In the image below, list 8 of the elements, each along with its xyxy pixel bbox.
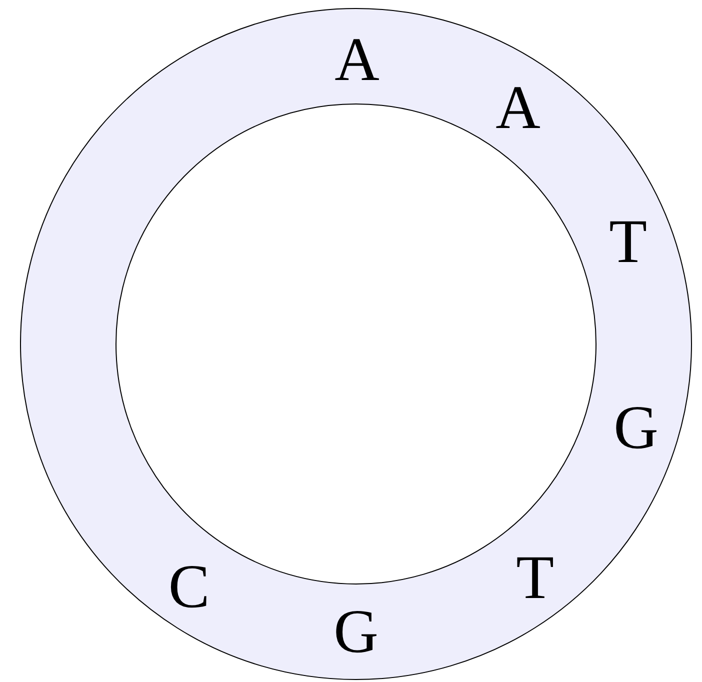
base-letter: A [334,29,380,91]
base-letter: C [168,556,210,618]
base-letter: G [334,601,378,663]
ring-band [20,8,692,680]
base-letter: G [614,397,658,459]
base-letter: T [609,211,647,273]
base-letter: T [516,547,554,609]
base-letter: A [496,77,540,139]
